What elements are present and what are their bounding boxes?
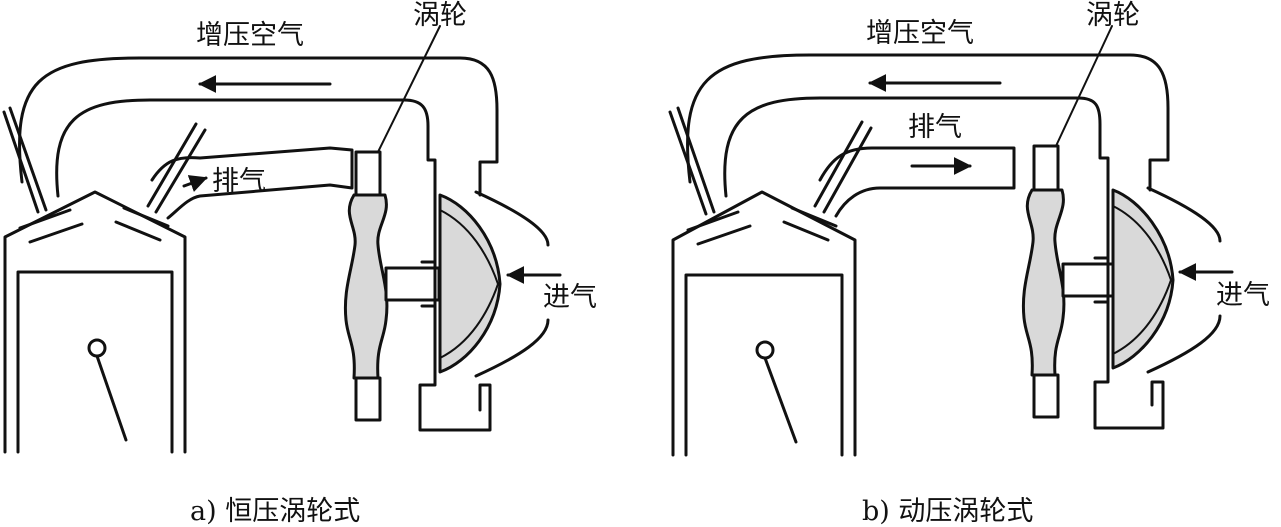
turbine-rotor-a: [343, 193, 389, 380]
compressor-housing-a: [418, 193, 492, 432]
connecting-rod: [95, 354, 128, 442]
exhaust-label-b: 排气: [908, 112, 962, 143]
shaft-b: [1061, 262, 1117, 298]
compressor-housing-b: [1093, 188, 1165, 430]
turbine-inlet-a: [354, 150, 382, 197]
turbine-label-a: 涡轮: [413, 0, 467, 31]
intake-valve-a: [2, 106, 84, 244]
engine-cylinder-b: [671, 190, 857, 457]
caption-a: a) 恒压涡轮式: [190, 496, 360, 527]
boost-air-duct-a: [18, 56, 499, 197]
panel-b: 增压空气 涡轮 排气 进气 b) 动压涡轮式: [668, 0, 1270, 527]
boost-air-duct-b: [686, 53, 1170, 192]
exhaust-valve-b: [782, 120, 873, 242]
exhaust-label-a: 排气: [212, 166, 266, 197]
caption-b: b) 动压涡轮式: [862, 496, 1033, 527]
intake-valve-b: [668, 106, 752, 246]
turbine-rotor-b: [1021, 188, 1066, 377]
turbine-inlet-b: [1032, 144, 1060, 192]
exhaust-valve-a: [114, 122, 207, 242]
exhaust-arrow-a: [182, 175, 208, 192]
turbine-outlet-a: [354, 376, 382, 422]
boost-air-label-b: 增压空气: [866, 18, 974, 49]
turbine-leader-b: [1055, 25, 1113, 147]
intake-label-b: 进气: [1216, 280, 1270, 311]
shaft-a: [384, 266, 441, 302]
panel-a: 增压空气 涡轮 排气 进气 a) 恒压涡轮式: [2, 0, 597, 527]
turbine-leader-a: [377, 25, 441, 153]
engine-cylinder-a: [3, 190, 187, 454]
turbine-label-b: 涡轮: [1086, 0, 1140, 31]
compressor-impeller-b: [1111, 188, 1175, 370]
piston-pin-icon: [87, 338, 107, 358]
boost-air-label-a: 增压空气: [196, 20, 304, 51]
exhaust-pipe-a: [150, 146, 354, 220]
exhaust-pipe-b: [818, 146, 1016, 218]
compressor-impeller-a: [438, 193, 502, 374]
piston-pin-icon: [755, 340, 775, 360]
turbine-outlet-b: [1032, 373, 1060, 419]
connecting-rod: [763, 356, 798, 444]
intake-label-a: 进气: [543, 282, 597, 313]
